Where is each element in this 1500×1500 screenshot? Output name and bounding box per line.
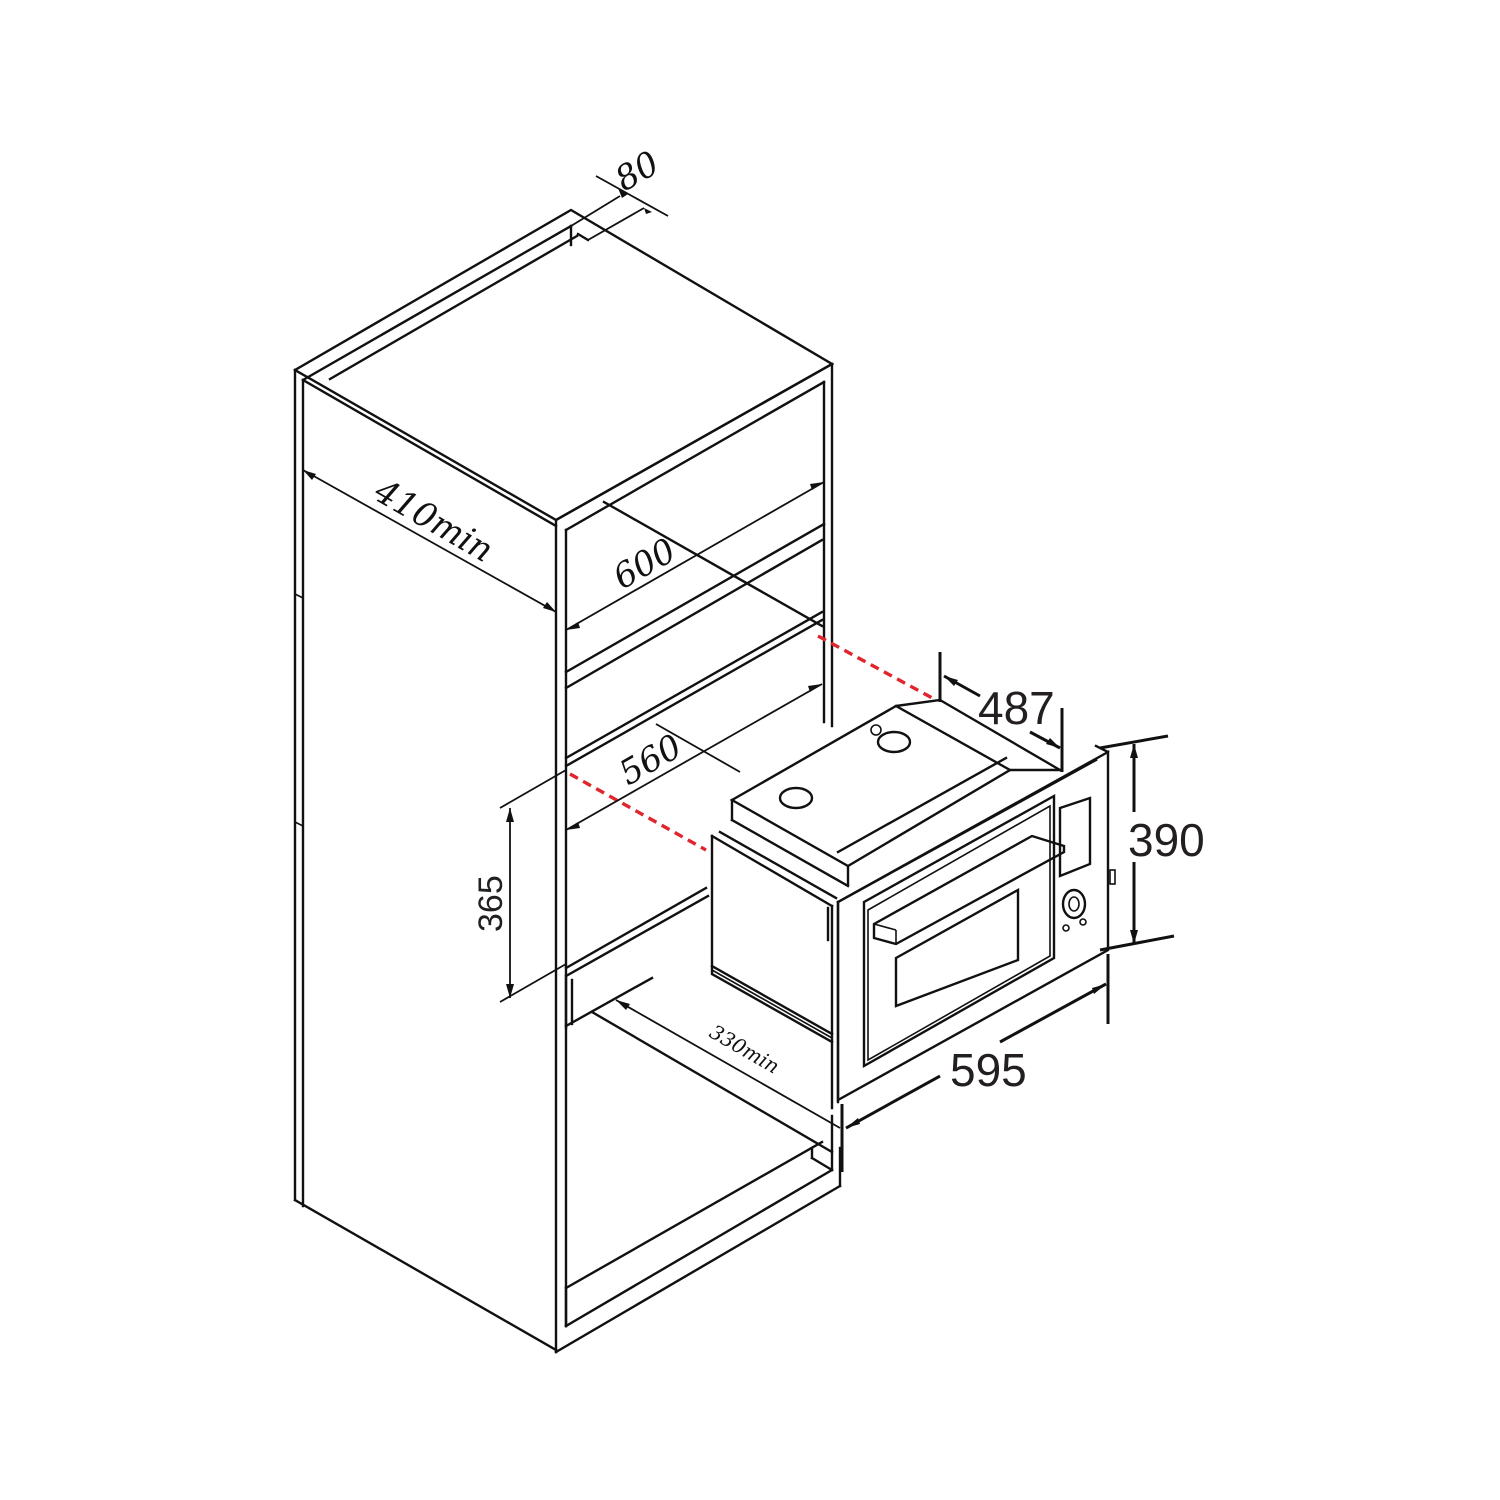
label-390: 390: [1128, 814, 1205, 866]
dimension-560: 560: [565, 683, 823, 831]
label-80: 80: [609, 144, 666, 200]
oven-appliance: [710, 698, 1116, 1110]
label-330min: 330min: [706, 1020, 784, 1079]
control-knob: [1061, 888, 1087, 920]
label-487: 487: [978, 682, 1055, 734]
dimension-80: 80: [570, 144, 669, 241]
label-595: 595: [950, 1044, 1027, 1096]
tall-cabinet: [293, 208, 842, 1354]
dimension-390: 390: [1099, 734, 1205, 952]
display-panel: [1058, 796, 1092, 878]
label-410min: 410min: [367, 471, 500, 571]
vent-hole: [778, 786, 814, 810]
vent-hole: [876, 730, 912, 754]
dimension-487: 487: [938, 652, 1064, 772]
dimension-410min: 410min: [302, 469, 557, 613]
button-dot: [1062, 924, 1070, 932]
dimension-595: 595: [840, 954, 1110, 1172]
label-365: 365: [472, 875, 510, 932]
alignment-guides: [569, 634, 937, 852]
dimension-365: 365: [472, 769, 567, 1003]
dimension-600: 600: [565, 481, 825, 631]
button-dot: [1079, 918, 1087, 926]
